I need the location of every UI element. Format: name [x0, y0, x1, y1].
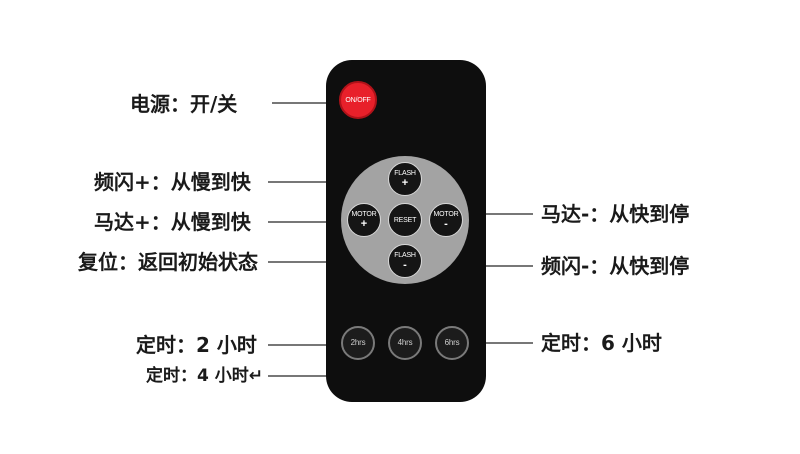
timer-6hrs-label: 6hrs	[444, 338, 460, 347]
label-timer-2: 定时：2 小时	[136, 333, 257, 357]
remote-control: ON/OFF FLASH + MOTOR + RESET MOTOR - FLA…	[326, 60, 486, 402]
power-button-label: ON/OFF	[345, 96, 371, 104]
reset-button[interactable]: RESET	[388, 203, 422, 237]
label-flash-plus: 频闪+：从慢到快	[94, 170, 251, 194]
flash-plus-button[interactable]: FLASH +	[388, 162, 422, 196]
timer-2hrs-button[interactable]: 2hrs	[341, 326, 375, 360]
timer-4hrs-label: 4hrs	[397, 338, 413, 347]
timer-6hrs-button[interactable]: 6hrs	[435, 326, 469, 360]
flash-plus-name: FLASH	[394, 169, 416, 177]
flash-minus-sign: -	[403, 258, 407, 271]
power-button[interactable]: ON/OFF	[339, 81, 377, 119]
label-motor-plus: 马达+：从慢到快	[94, 210, 251, 234]
motor-plus-button[interactable]: MOTOR +	[347, 203, 381, 237]
motor-plus-sign: +	[360, 217, 368, 230]
label-power: 电源：开/关	[130, 92, 238, 116]
motor-minus-name: MOTOR	[433, 210, 459, 218]
flash-minus-button[interactable]: FLASH -	[388, 244, 422, 278]
motor-plus-name: MOTOR	[351, 210, 377, 218]
flash-minus-name: FLASH	[394, 251, 416, 259]
control-pad: FLASH + MOTOR + RESET MOTOR - FLASH -	[341, 156, 469, 284]
label-flash-minus: 频闪-：从快到停	[541, 254, 690, 278]
reset-button-label: RESET	[393, 216, 417, 224]
motor-minus-sign: -	[444, 217, 448, 230]
motor-minus-button[interactable]: MOTOR -	[429, 203, 463, 237]
timer-4hrs-button[interactable]: 4hrs	[388, 326, 422, 360]
label-timer-4: 定时：4 小时↵	[146, 366, 263, 386]
label-timer-6: 定时：6 小时	[541, 331, 662, 355]
label-reset: 复位：返回初始状态	[78, 250, 258, 274]
timer-2hrs-label: 2hrs	[350, 338, 366, 347]
label-motor-minus: 马达-：从快到停	[541, 202, 690, 226]
flash-plus-sign: +	[401, 176, 409, 189]
